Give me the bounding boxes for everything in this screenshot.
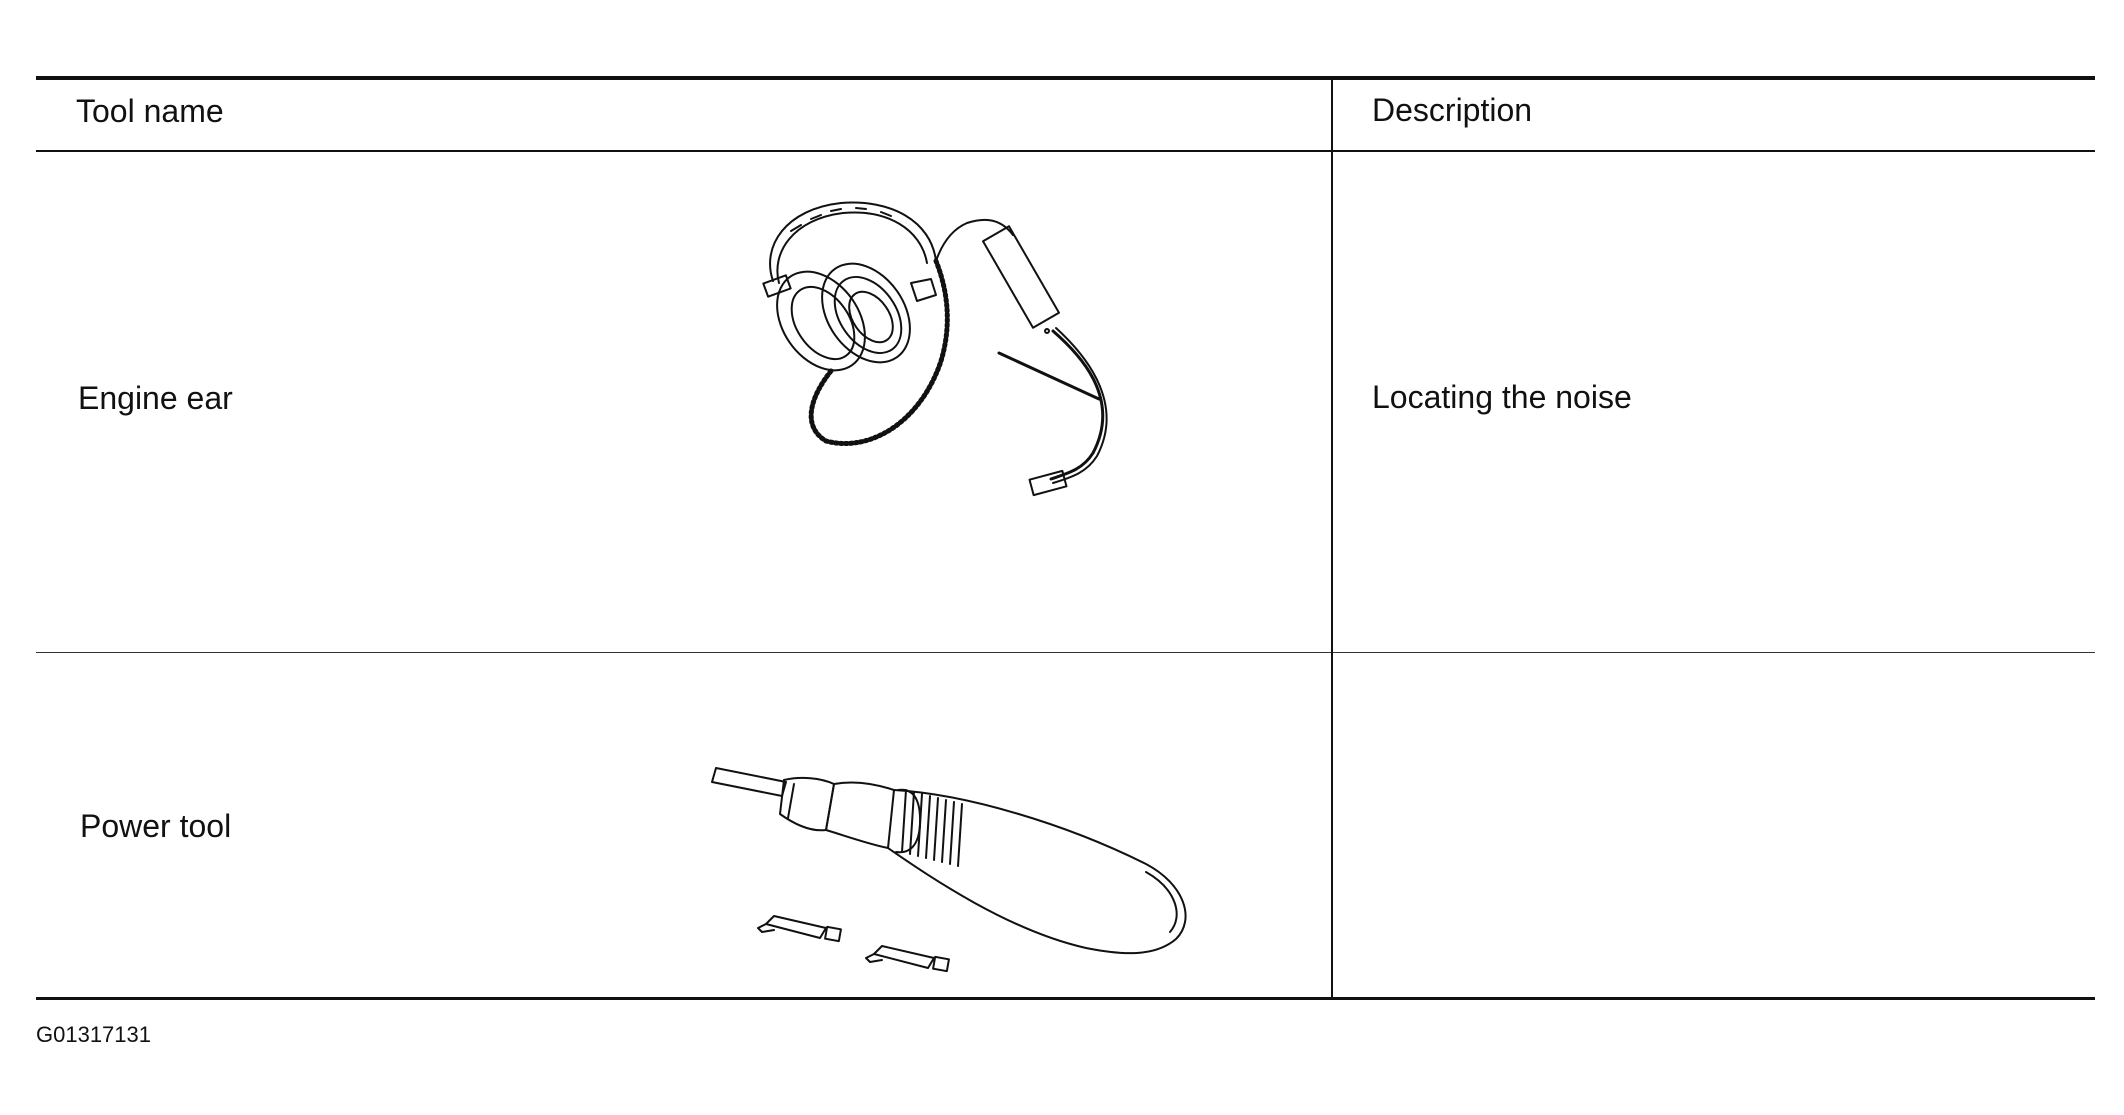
row-divider: [36, 652, 2095, 653]
header-rule: [36, 150, 2095, 152]
row-2-tool-name: Power tool: [80, 808, 232, 844]
column-divider: [1331, 76, 1333, 1000]
power-screwdriver-icon: [711, 767, 1187, 973]
row-1-description: Locating the noise: [1372, 379, 1632, 415]
tools-table: Tool name Description Engine ear Locatin…: [36, 76, 2095, 1000]
header-tool-name: Tool name: [76, 93, 224, 129]
headphones-stethoscope-icon: [762, 201, 1108, 497]
figure-id: G01317131: [36, 1022, 151, 1047]
table-bottom-rule: [36, 997, 2095, 1000]
table-top-rule: [36, 76, 2095, 80]
header-description: Description: [1372, 92, 1533, 128]
row-1-tool-name: Engine ear: [78, 380, 233, 416]
